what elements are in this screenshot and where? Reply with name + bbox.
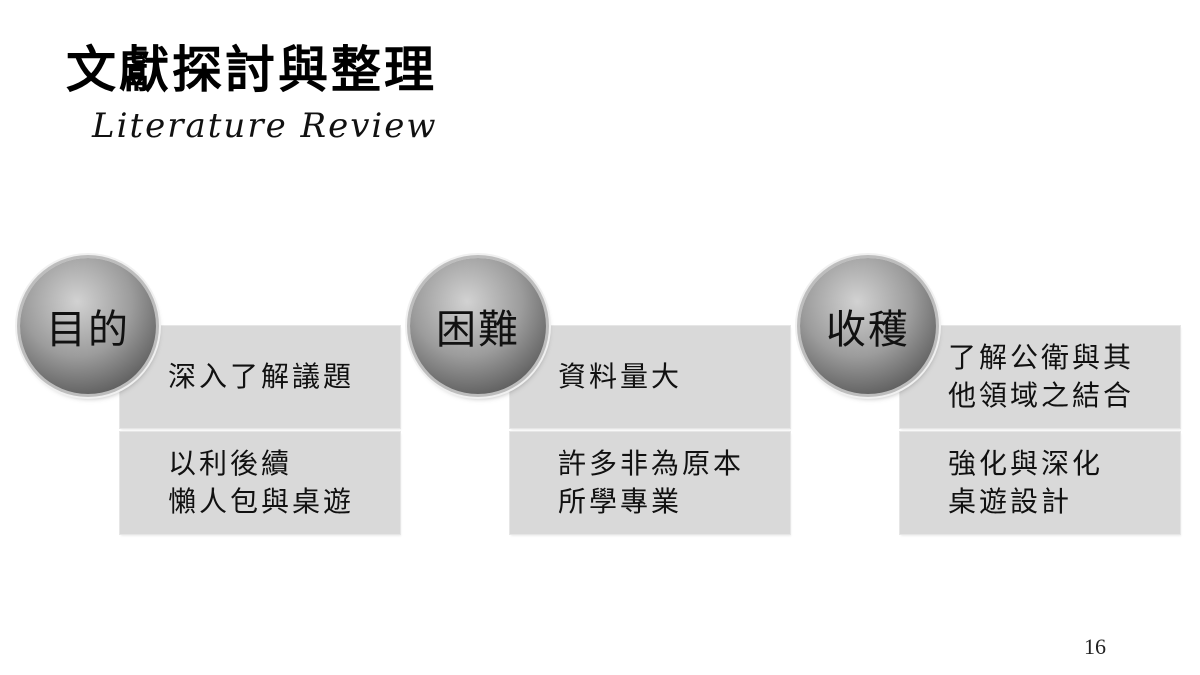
group-gains: 了解公衛與其 他領域之結合 強化與深化 桌遊設計 收穫: [800, 258, 1181, 540]
slide-title: 文獻探討與整理: [66, 40, 437, 99]
gains-label: 收穫: [826, 307, 910, 353]
purpose-top-text: 深入了解議題: [168, 360, 355, 393]
gains-bottom-text: 強化與深化 桌遊設計: [948, 447, 1104, 518]
difficulty-top-box: 資料量大: [510, 326, 790, 428]
gains-top-text: 了解公衛與其 他領域之結合: [948, 341, 1135, 412]
purpose-bottom-text: 以利後續 懶人包與桌遊: [168, 447, 355, 518]
page-number: 16: [1084, 634, 1106, 659]
difficulty-label: 困難: [436, 307, 520, 353]
gains-bottom-box: 強化與深化 桌遊設計: [900, 432, 1180, 534]
gains-circle: 收穫: [800, 258, 936, 394]
slide-subtitle: Literature Review: [92, 106, 438, 146]
difficulty-top-text: 資料量大: [558, 360, 683, 393]
group-purpose: 深入了解議題 以利後續 懶人包與桌遊 目的: [20, 258, 401, 540]
difficulty-bottom-box: 許多非為原本 所學專業: [510, 432, 790, 534]
purpose-label: 目的: [46, 307, 130, 353]
purpose-bottom-box: 以利後續 懶人包與桌遊: [120, 432, 400, 534]
difficulty-circle: 困難: [410, 258, 546, 394]
difficulty-bottom-text: 許多非為原本 所學專業: [558, 447, 745, 518]
group-difficulty: 資料量大 許多非為原本 所學專業 困難: [410, 258, 791, 540]
purpose-circle: 目的: [20, 258, 156, 394]
purpose-top-box: 深入了解議題: [120, 326, 400, 428]
gains-top-box: 了解公衛與其 他領域之結合: [900, 326, 1180, 428]
